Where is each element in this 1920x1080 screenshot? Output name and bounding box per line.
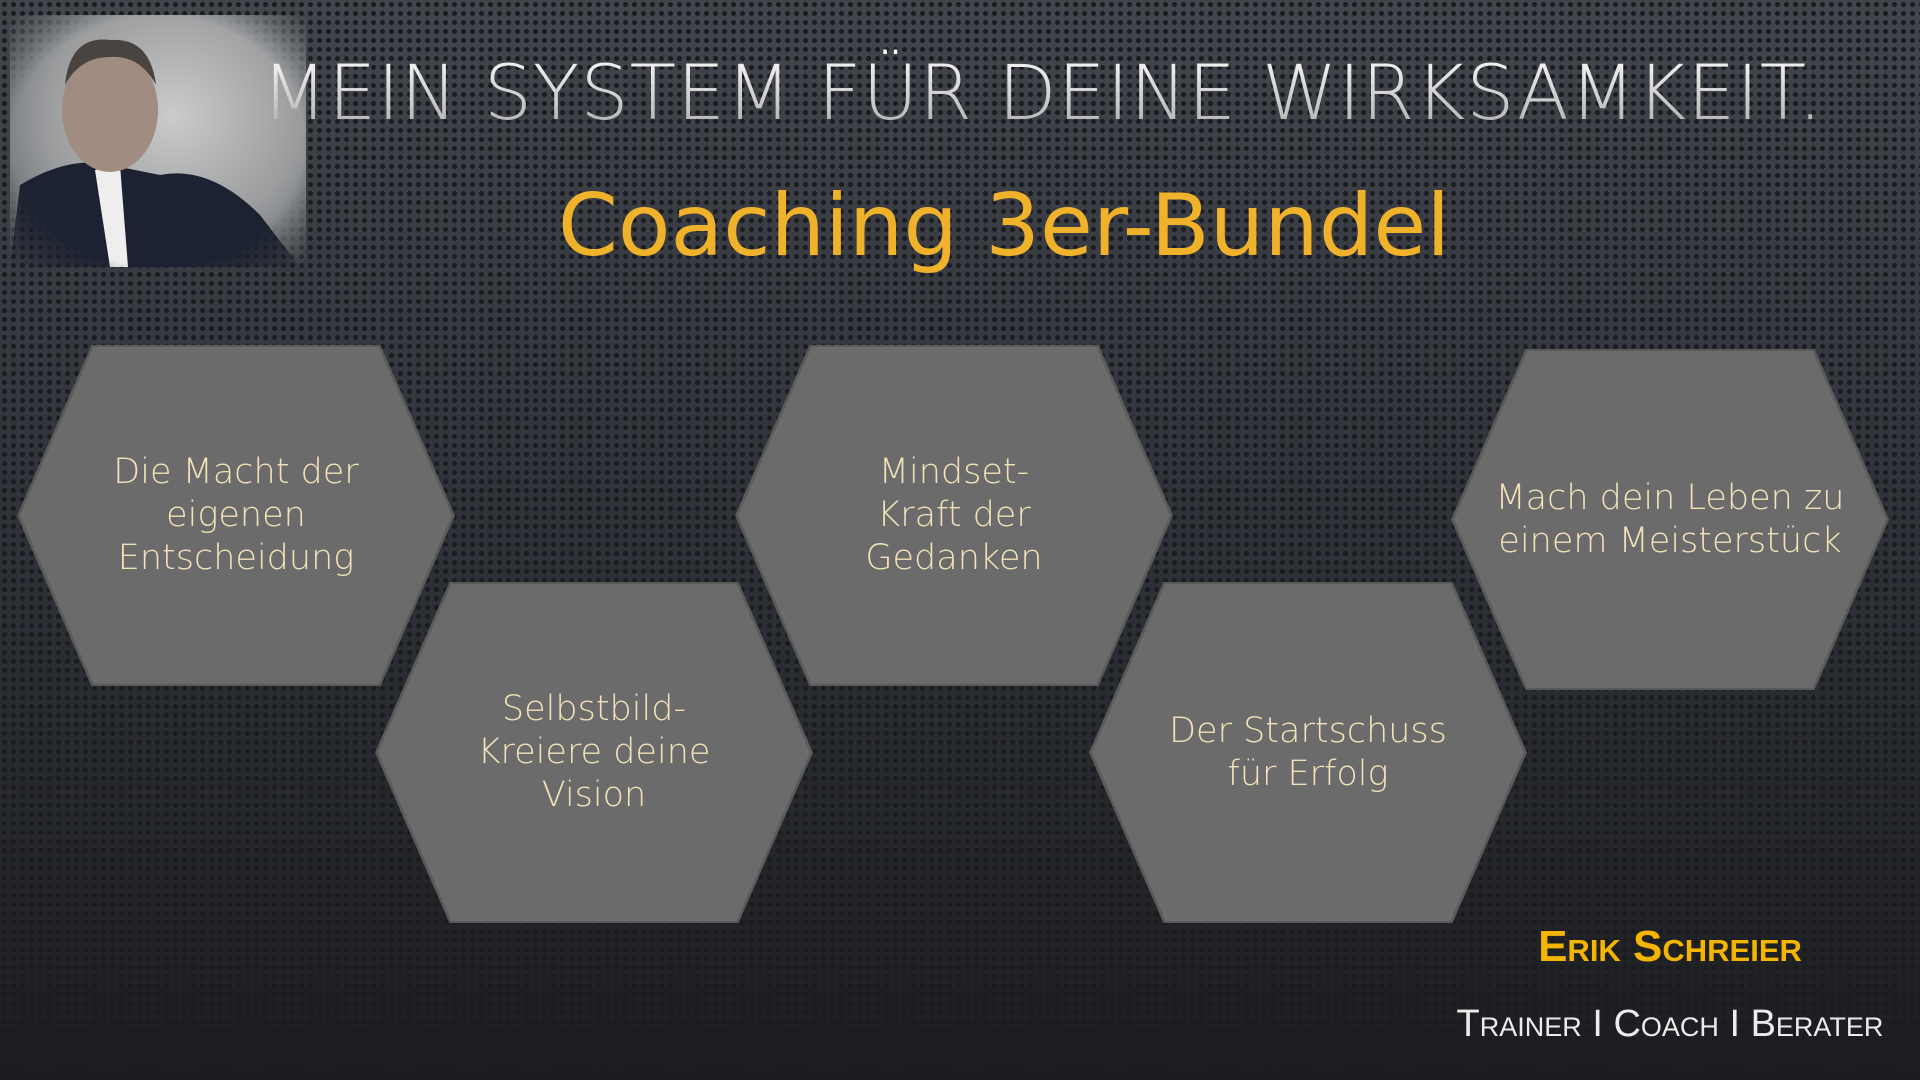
hexagon-label: Der Startschuss für Erfolg [1169,710,1447,794]
page-subtitle: Coaching 3er-Bundel [557,176,1451,276]
hexagon-label: Die Macht der eigenen Entscheidung [113,452,359,578]
hexagon-label: Selbstbild-Kreiere deine Vision [477,689,711,815]
hexagon-label: Mindset-Kraft der Gedanken [865,452,1043,578]
author-role: Trainer I Coach I Berater [1456,1003,1884,1045]
author-name: Erik Schreier [1538,922,1802,971]
portrait-photo [10,15,306,267]
hexagon-5: Mach dein Leben zu einem Meisterstück [1451,349,1889,690]
hexagon-label: Mach dein Leben zu einem Meisterstück [1495,477,1845,561]
hexagon-4: Der Startschuss für Erfolg [1089,582,1527,923]
hexagon-2: Selbstbild-Kreiere deine Vision [375,582,813,923]
page-title: MEIN SYSTEM FÜR DEINE WIRKSAMKEIT. [0,48,1920,137]
hexagon-1: Die Macht der eigenen Entscheidung [17,345,455,686]
hexagon-3: Mindset-Kraft der Gedanken [735,345,1173,686]
